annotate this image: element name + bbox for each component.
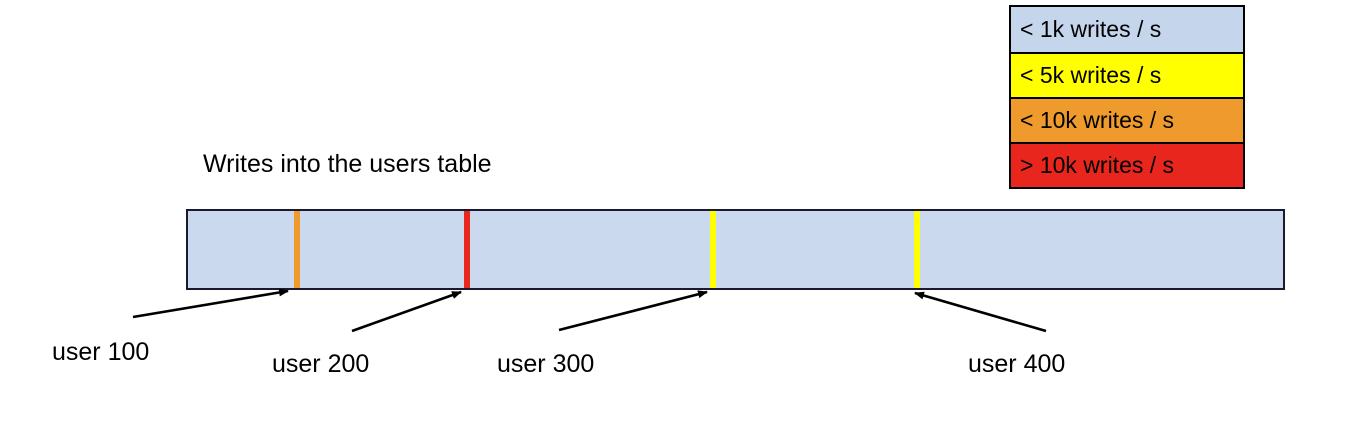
pointer-label-user-100: user 100 (52, 338, 150, 366)
user-300-stripe (710, 211, 716, 288)
arrow-user-300 (558, 290, 708, 332)
user-200-stripe (464, 211, 470, 288)
arrow-user-400 (914, 291, 1047, 333)
legend-row-lt-1k: < 1k writes / s (1011, 7, 1243, 52)
user-100-stripe (294, 211, 300, 288)
legend-row-gt-10k: > 10k writes / s (1011, 142, 1243, 187)
legend-label: < 5k writes / s (1020, 62, 1162, 88)
arrow-user-200 (351, 290, 462, 333)
legend-label: < 1k writes / s (1020, 16, 1162, 42)
legend: < 1k writes / s < 5k writes / s < 10k wr… (1009, 5, 1245, 189)
legend-label: < 10k writes / s (1020, 107, 1175, 133)
pointer-label-user-400: user 400 (968, 350, 1066, 378)
arrow-user-100 (132, 288, 289, 319)
arrow-group (132, 288, 1047, 333)
diagram-caption: Writes into the users table (203, 150, 492, 178)
users-table-bar (186, 209, 1285, 290)
pointer-label-user-200: user 200 (272, 350, 370, 378)
legend-row-lt-5k: < 5k writes / s (1011, 52, 1243, 97)
user-400-stripe (914, 211, 920, 288)
pointer-label-user-300: user 300 (497, 350, 595, 378)
legend-label: > 10k writes / s (1020, 152, 1175, 178)
legend-row-lt-10k: < 10k writes / s (1011, 97, 1243, 142)
